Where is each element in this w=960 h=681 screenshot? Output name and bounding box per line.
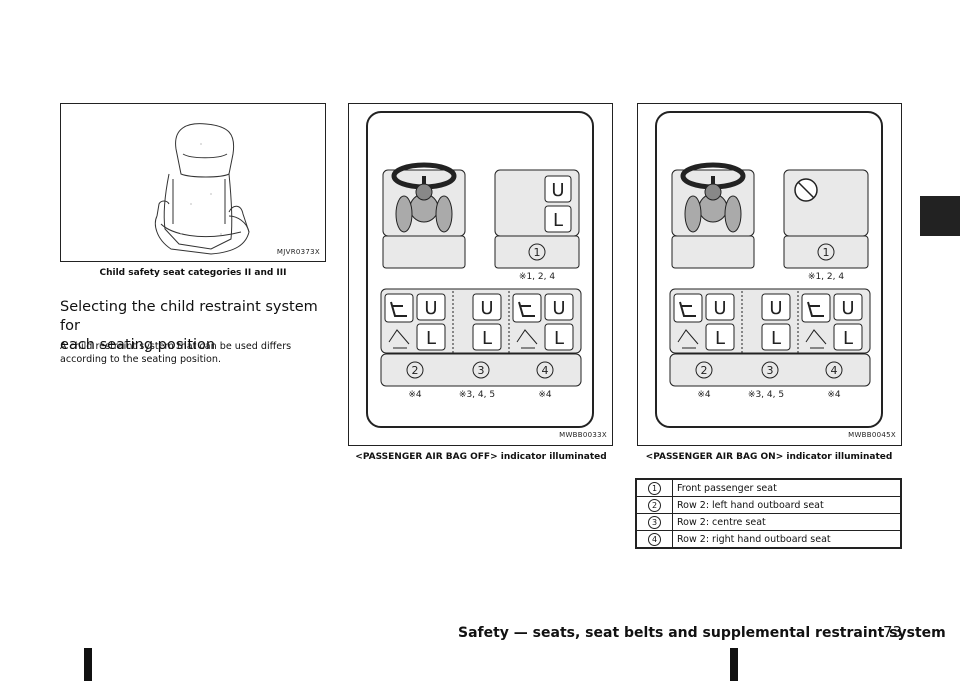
seat-number: 4 (648, 532, 661, 546)
left-u-label: U (713, 298, 726, 319)
seating-diagram-on: 1 ※1, 2, 4 U L U L U L 2 3 4 ※4 ※3, 4, 5… (655, 111, 883, 428)
right-l-label: L (554, 328, 564, 349)
figure-code: MJVR0373X (276, 248, 320, 256)
centre-u-label: U (480, 298, 493, 319)
airbag-off-figure: U L 1 ※1, 2, 4 U L U L U L 2 3 (348, 103, 613, 446)
page-number: 73 (883, 623, 903, 641)
right-l-label: L (843, 328, 853, 349)
seat-4-marker: 4 (542, 364, 549, 377)
right-note: ※4 (538, 390, 552, 400)
section-heading: Selecting the child restraint system for… (60, 298, 330, 355)
centre-l-label: L (482, 328, 492, 349)
left-l-label: L (426, 328, 436, 349)
child-seat-figure: MJVR0373X (60, 103, 326, 262)
left-l-label: L (715, 328, 725, 349)
front-note: ※1, 2, 4 (808, 272, 844, 282)
seat-description: Row 2: right hand outboard seat (672, 530, 902, 549)
front-note: ※1, 2, 4 (519, 272, 555, 282)
seat-description: Row 2: centre seat (672, 513, 902, 531)
seat-1-marker: 1 (534, 246, 541, 259)
right-u-label: U (841, 298, 854, 319)
table-row: 1 Front passenger seat (635, 478, 902, 497)
figure-caption: <PASSENGER AIR BAG ON> indicator illumin… (645, 452, 893, 462)
footer-title: Safety — seats, seat belts and supplemen… (458, 625, 946, 641)
centre-note: ※3, 4, 5 (459, 390, 495, 400)
section-body: A child restraint system that can be use… (60, 340, 330, 366)
seat-description: Front passenger seat (672, 478, 902, 497)
table-row: 4 Row 2: right hand outboard seat (635, 530, 902, 549)
seat-2-marker: 2 (412, 364, 419, 377)
figure-caption: <PASSENGER AIR BAG OFF> indicator illumi… (355, 452, 607, 462)
seat-number: 1 (648, 481, 661, 495)
left-u-label: U (424, 298, 437, 319)
right-note: ※4 (827, 390, 841, 400)
seat-3-marker: 3 (767, 364, 774, 377)
table-row: 2 Row 2: left hand outboard seat (635, 496, 902, 514)
seat-3-marker: 3 (478, 364, 485, 377)
crop-mark (730, 648, 738, 681)
centre-l-label: L (771, 328, 781, 349)
seating-diagram-off: U L 1 ※1, 2, 4 U L U L U L 2 3 (366, 111, 594, 428)
left-note: ※4 (697, 390, 711, 400)
seat-number: 3 (648, 515, 661, 529)
seat-number: 2 (648, 498, 661, 512)
figure-code: MWBB0045X (848, 431, 896, 439)
crop-mark (84, 648, 92, 681)
figure-caption: Child safety seat categories II and III (99, 268, 287, 278)
body-line: A child restraint system that can be use… (60, 341, 292, 352)
seat-legend-table: 1 Front passenger seat 2 Row 2: left han… (635, 478, 902, 549)
front-u-label: U (551, 180, 564, 201)
body-line: according to the seating position. (60, 354, 221, 365)
chapter-tab (920, 196, 960, 236)
child-seat-illustration (154, 123, 250, 255)
centre-u-label: U (769, 298, 782, 319)
front-l-label: L (553, 210, 563, 231)
seat-4-marker: 4 (831, 364, 838, 377)
figure-code: MWBB0033X (559, 431, 607, 439)
seat-1-marker: 1 (823, 246, 830, 259)
right-u-label: U (552, 298, 565, 319)
airbag-on-figure: 1 ※1, 2, 4 U L U L U L 2 3 4 ※4 ※3, 4, 5… (637, 103, 902, 446)
centre-note: ※3, 4, 5 (748, 390, 784, 400)
seat-description: Row 2: left hand outboard seat (672, 496, 902, 514)
seat-2-marker: 2 (701, 364, 708, 377)
left-note: ※4 (408, 390, 422, 400)
table-row: 3 Row 2: centre seat (635, 513, 902, 531)
section-heading-line: Selecting the child restraint system for (60, 299, 318, 334)
section-heading-line: each seating position (60, 337, 216, 353)
